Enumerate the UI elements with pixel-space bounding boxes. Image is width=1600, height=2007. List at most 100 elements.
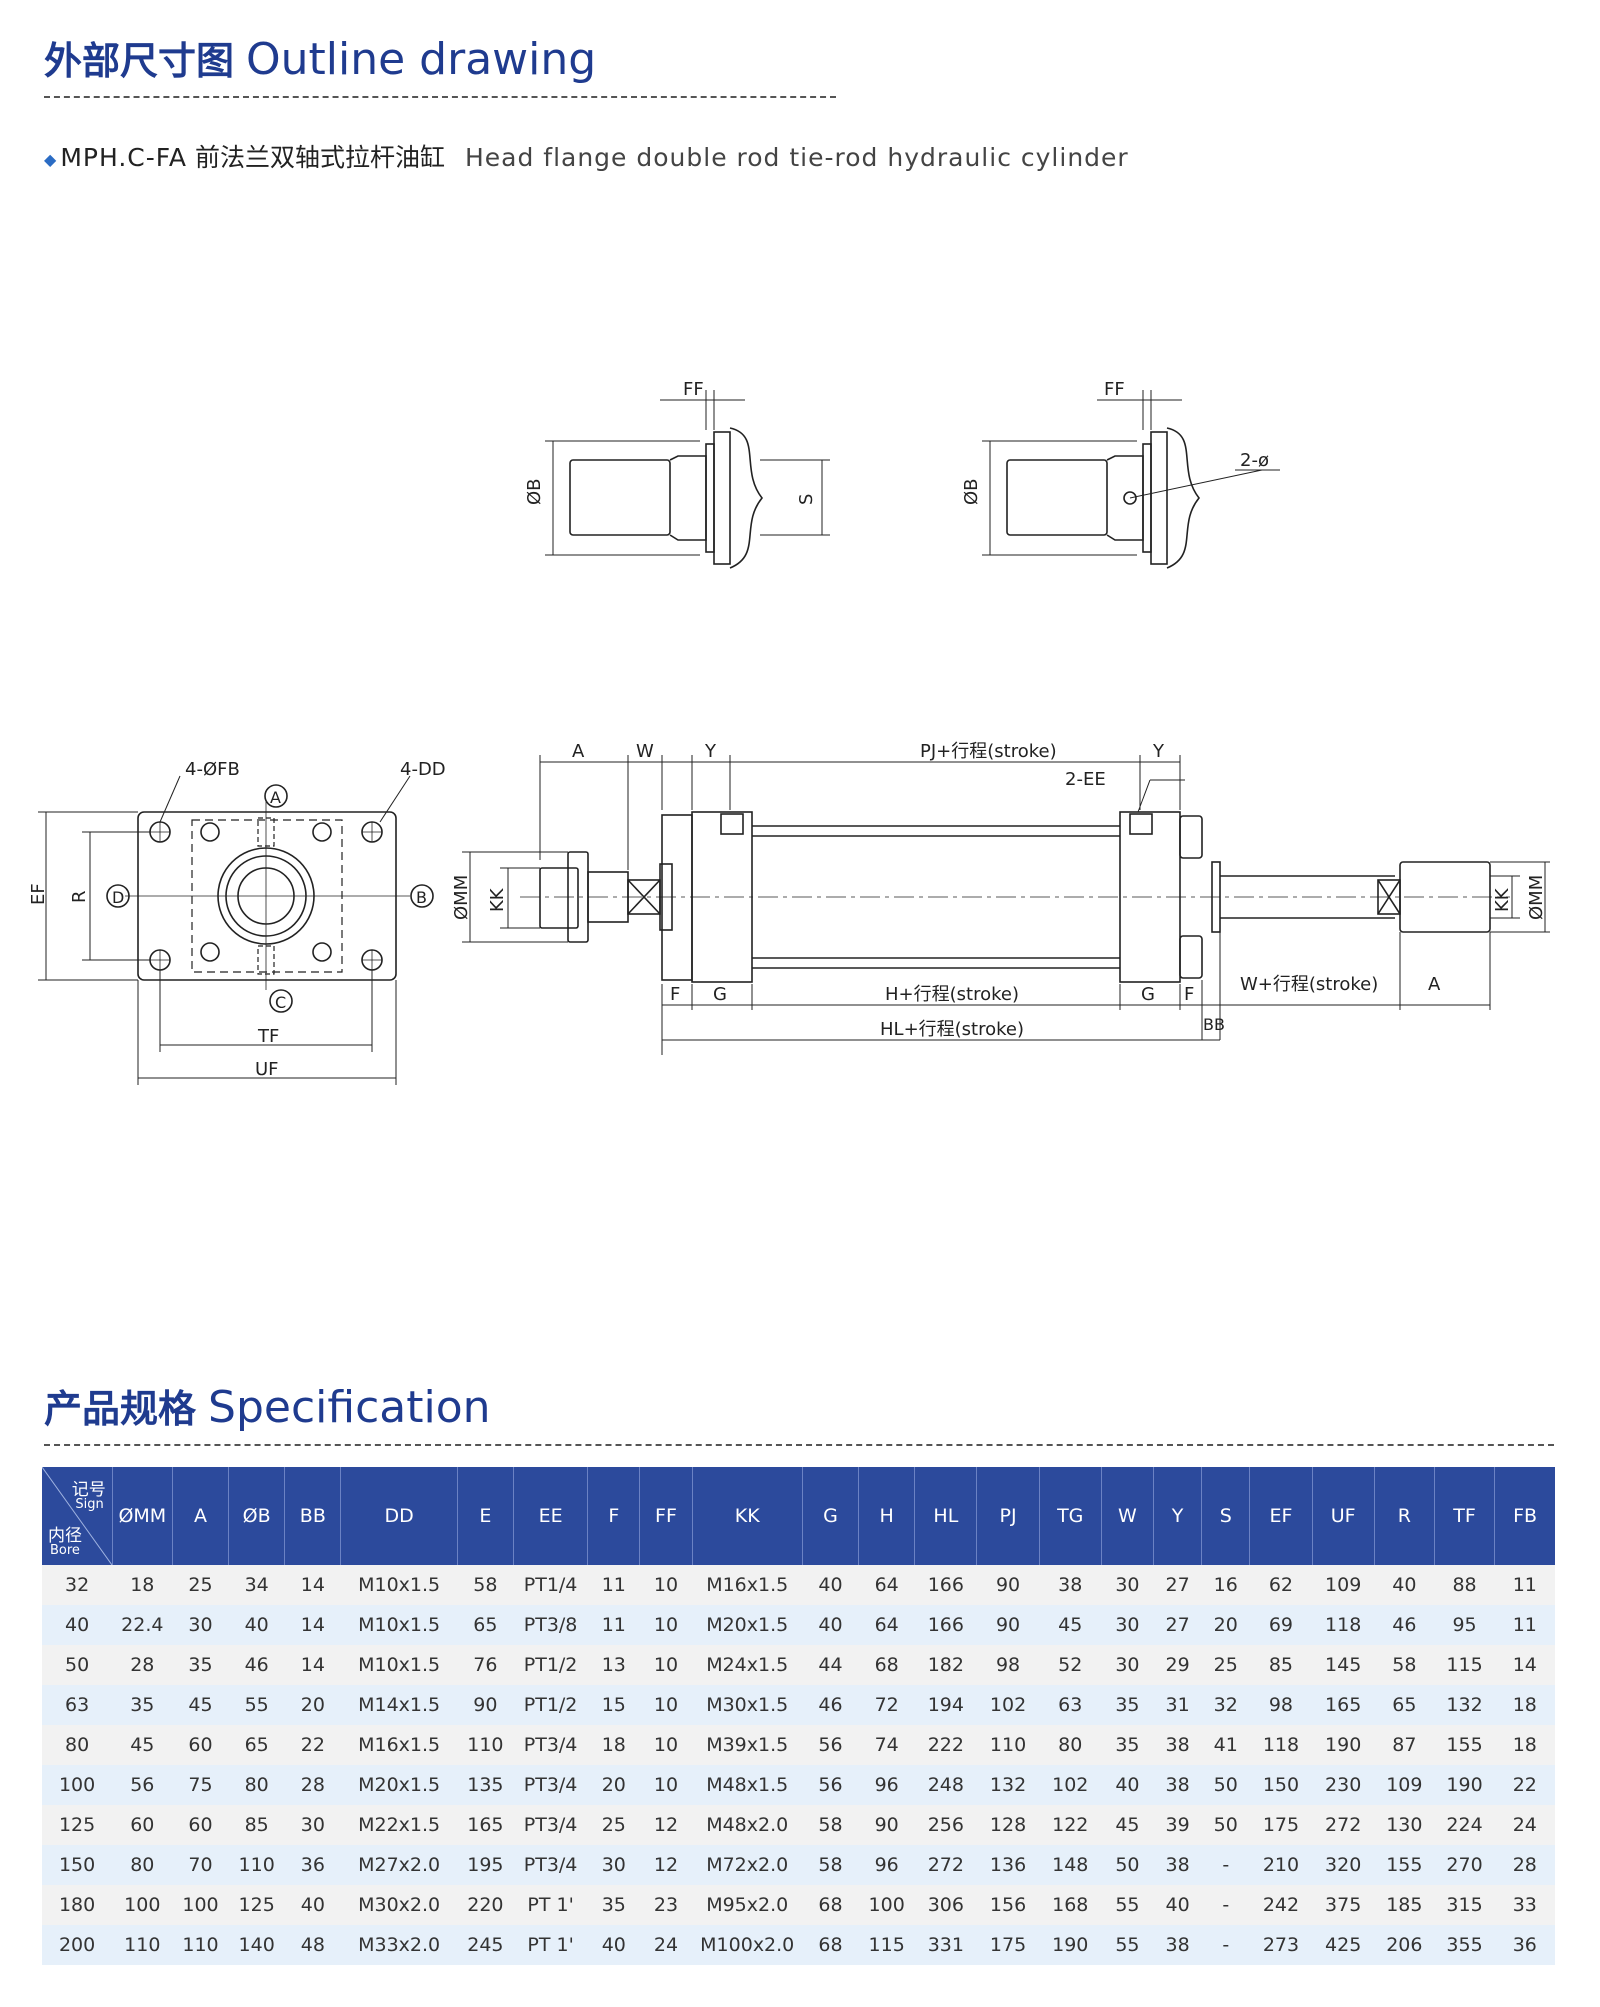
spec-cell: 90	[457, 1685, 514, 1725]
spec-cell: 58	[457, 1565, 514, 1605]
spec-cell: 22.4	[112, 1605, 173, 1645]
spec-cell: 222	[914, 1725, 977, 1765]
h-label: H+行程(stroke)	[885, 984, 1019, 1005]
spec-cell: 132	[1434, 1685, 1495, 1725]
spec-cell: 100	[112, 1885, 173, 1925]
spec-cell: 38	[1153, 1925, 1202, 1965]
spec-title-en: Specification	[208, 1382, 491, 1433]
spec-cell: 40	[802, 1565, 859, 1605]
spec-cell: 224	[1434, 1805, 1495, 1845]
spec-cell: 30	[587, 1845, 640, 1885]
spec-cell: 50	[1201, 1805, 1250, 1845]
hl-label: HL+行程(stroke)	[880, 1019, 1024, 1040]
spec-cell: 100	[858, 1885, 915, 1925]
spec-cell: 315	[1434, 1885, 1495, 1925]
spec-cell: 272	[914, 1845, 977, 1885]
spec-col-header: R	[1374, 1467, 1435, 1565]
spec-cell: M10x1.5	[340, 1565, 458, 1605]
spec-cell: 28	[284, 1765, 341, 1805]
spec-cell: 118	[1312, 1605, 1375, 1645]
spec-cell: 60	[172, 1725, 229, 1765]
spec-cell: 30	[284, 1805, 341, 1845]
spec-cell: 150	[1249, 1765, 1313, 1805]
spec-cell: 115	[1434, 1645, 1495, 1685]
spec-cell: PT3/4	[513, 1845, 588, 1885]
spec-cell: 248	[914, 1765, 977, 1805]
spec-cell: 10	[639, 1645, 693, 1685]
spec-cell: 155	[1374, 1845, 1435, 1885]
spec-cell: 36	[1494, 1925, 1555, 1965]
outline-title-en: Outline drawing	[246, 34, 597, 85]
spec-cell: 273	[1249, 1925, 1313, 1965]
d-circle-label: D	[112, 888, 124, 907]
spec-cell: 28	[112, 1645, 173, 1685]
corner-diagonal	[42, 1467, 112, 1565]
spec-cell: 45	[1039, 1605, 1102, 1645]
spec-cell: 190	[1312, 1725, 1375, 1765]
spec-cell: 30	[1101, 1645, 1154, 1685]
spec-cell: 45	[172, 1685, 229, 1725]
spec-cell: 62	[1249, 1565, 1313, 1605]
spec-col-header: EF	[1249, 1467, 1313, 1565]
spec-cell: 48	[284, 1925, 341, 1965]
spec-cell: 165	[1312, 1685, 1375, 1725]
spec-cell: 63	[1039, 1685, 1102, 1725]
spec-col-header: KK	[692, 1467, 803, 1565]
spec-cell: 38	[1039, 1565, 1102, 1605]
spec-cell: 55	[228, 1685, 285, 1725]
spec-cell: 87	[1374, 1725, 1435, 1765]
spec-cell: M30x2.0	[340, 1885, 458, 1925]
a-circle-label: A	[270, 788, 281, 807]
y-dim-label-2: Y	[1152, 741, 1165, 762]
spec-cell: 58	[802, 1845, 859, 1885]
spec-cell: 69	[1249, 1605, 1313, 1645]
b-circle-label: B	[416, 888, 427, 907]
spec-cell: 11	[1494, 1605, 1555, 1645]
spec-cell: 115	[858, 1925, 915, 1965]
spec-col-header: W	[1101, 1467, 1155, 1565]
spec-cell: PT3/8	[513, 1605, 588, 1645]
spec-cell: M16x1.5	[340, 1725, 458, 1765]
spec-cell: 118	[1249, 1725, 1313, 1765]
spec-cell: 210	[1249, 1845, 1313, 1885]
spec-cell: 65	[457, 1605, 514, 1645]
spec-cell: 355	[1434, 1925, 1495, 1965]
spec-cell: M95x2.0	[692, 1885, 803, 1925]
spec-cell: 35	[172, 1645, 229, 1685]
spec-cell: 27	[1153, 1565, 1202, 1605]
spec-cell: 45	[1101, 1805, 1154, 1845]
spec-cell: M20x1.5	[340, 1765, 458, 1805]
spec-cell: 375	[1312, 1885, 1375, 1925]
outline-divider	[44, 96, 836, 98]
spec-cell: 29	[1153, 1645, 1202, 1685]
spec-bore-cell: 125	[42, 1805, 113, 1845]
model-code: MPH.C-FA	[60, 143, 187, 172]
bb-label: BB	[1203, 1015, 1225, 1034]
spec-cell: 90	[976, 1565, 1040, 1605]
spec-col-header: ØMM	[112, 1467, 173, 1565]
spec-cell: 256	[914, 1805, 977, 1845]
spec-corner-cell: 记号 Sign 内径 Bore	[42, 1467, 113, 1565]
a-dim-label: A	[572, 741, 585, 762]
spec-cell: 76	[457, 1645, 514, 1685]
spec-cell: 22	[284, 1725, 341, 1765]
spec-cell: 39	[1153, 1805, 1202, 1845]
spec-cell: 194	[914, 1685, 977, 1725]
spec-cell: 30	[172, 1605, 229, 1645]
spec-cell: 80	[228, 1765, 285, 1805]
spec-cell: 96	[858, 1765, 915, 1805]
spec-cell: 140	[228, 1925, 285, 1965]
flange-front-view: 4-ØFB 4-DD A D B C EF R TF UF	[28, 759, 446, 1085]
spec-cell: 60	[112, 1805, 173, 1845]
spec-cell: 72	[858, 1685, 915, 1725]
spec-bore-cell: 50	[42, 1645, 113, 1685]
spec-cell: 14	[284, 1645, 341, 1685]
model-name-en: Head flange double rod tie-rod hydraulic…	[464, 143, 1129, 172]
spec-cell: 110	[172, 1925, 229, 1965]
spec-cell: 18	[112, 1565, 173, 1605]
